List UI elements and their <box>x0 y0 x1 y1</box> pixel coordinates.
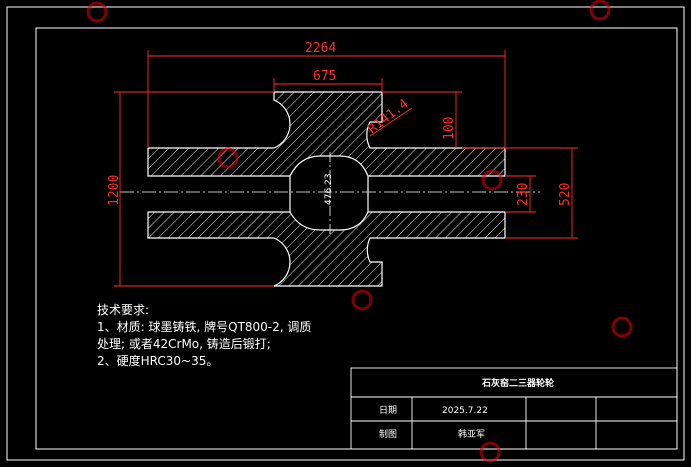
dim-shaft-diameter: 230 <box>516 183 531 206</box>
dim-overall-length: 2264 <box>305 41 336 56</box>
title-block-date-label: 日期 <box>379 405 397 416</box>
notes-line-2: 处理; 或者42CrMo, 铸造后锻打; <box>97 336 271 351</box>
title-block-drawn-label: 制图 <box>379 428 397 440</box>
dim-hub-diameter: 520 <box>558 183 573 206</box>
title-block-date-value: 2025.7.22 <box>442 406 488 416</box>
dim-flange-step: 100 <box>442 117 457 140</box>
notes-line-3: 2、硬度HRC30~35。 <box>97 353 218 368</box>
outer-sheet-border <box>6 6 685 461</box>
dim-flange-width: 675 <box>313 69 336 84</box>
part-section-lower <box>147 211 506 287</box>
bore-outline <box>289 176 369 212</box>
watermark-logo-icon <box>86 0 633 463</box>
title-block-drawn-value: 韩亚军 <box>458 428 485 440</box>
dimension-lines <box>114 50 578 287</box>
dim-bore-diameter: 476.23 <box>324 174 334 206</box>
notes-line-1: 1、材质: 球墨铸铁, 牌号QT800-2, 调质 <box>97 319 311 334</box>
notes-title: 技术要求: <box>97 303 149 317</box>
title-block-part-name: 石灰窑二三器轮轮 <box>481 377 554 389</box>
title-block <box>350 367 678 450</box>
dim-overall-height: 1200 <box>107 175 122 206</box>
